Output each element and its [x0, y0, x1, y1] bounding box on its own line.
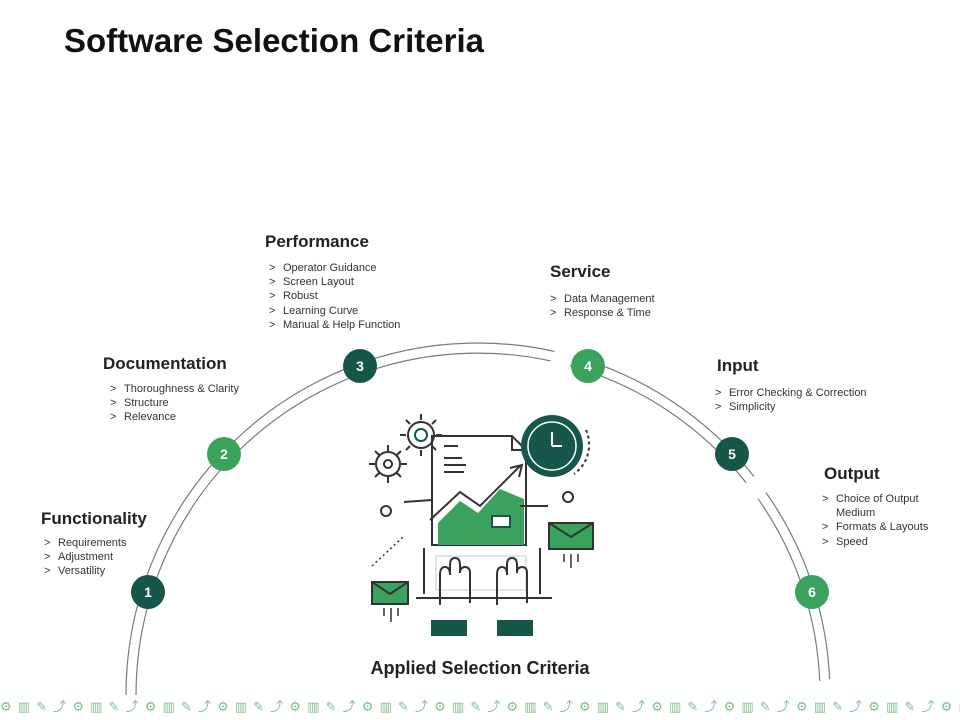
criterion-6-item: Speed [822, 535, 934, 549]
criterion-1-item: Adjustment [44, 550, 126, 564]
criterion-2-item: Relevance [110, 410, 239, 424]
criterion-5-item: Simplicity [715, 400, 867, 414]
badge-5-number: 5 [728, 446, 736, 462]
hands-icon [431, 556, 533, 636]
trend-icon [429, 465, 521, 521]
criterion-1-heading: Functionality [41, 509, 147, 528]
software-illustration [369, 414, 594, 636]
dot-icon [380, 505, 392, 517]
criterion-4-items: Data Management Response & Time [550, 292, 655, 321]
criterion-1-items: Requirements Adjustment Versatility [44, 536, 126, 579]
arc-inner [135, 352, 821, 696]
trend-arrow-icon [509, 463, 524, 478]
criterion-1-item: Requirements [44, 536, 126, 550]
badge-6-number: 6 [808, 584, 816, 600]
criterion-4-item: Data Management [550, 292, 655, 306]
criterion-5-heading: Input [717, 356, 759, 375]
keyboard-icon [416, 548, 552, 599]
criterion-6-items: Choice of Output Medium Formats & Layout… [822, 492, 934, 549]
criterion-5-item: Error Checking & Correction [715, 386, 867, 400]
criteria-arc [125, 342, 831, 696]
criterion-5-items: Error Checking & Correction Simplicity [715, 386, 867, 415]
criterion-2-item: Thoroughness & Clarity [110, 382, 239, 396]
arc-outer [125, 342, 831, 696]
criterion-2-item: Structure [110, 396, 239, 410]
badge-6: 6 [795, 575, 829, 609]
criterion-3-heading: Performance [265, 232, 369, 251]
clock-icon [521, 415, 591, 477]
envelope-small-icon [371, 581, 409, 622]
dot-icon [562, 491, 574, 503]
envelope-icon [548, 522, 594, 568]
criterion-3-item: Screen Layout [269, 275, 400, 289]
badge-5: 5 [715, 437, 749, 471]
criterion-6-heading: Output [824, 464, 880, 483]
badge-1: 1 [131, 575, 165, 609]
badge-4: 4 [571, 349, 605, 383]
criterion-3-item: Manual & Help Function [269, 318, 400, 332]
criterion-4-item: Response & Time [550, 306, 655, 320]
criterion-3-item: Learning Curve [269, 304, 400, 318]
chart-area [438, 489, 524, 545]
criterion-2-items: Thoroughness & Clarity Structure Relevan… [110, 382, 239, 425]
criterion-3-items: Operator Guidance Screen Layout Robust L… [269, 261, 400, 332]
center-caption: Applied Selection Criteria [370, 658, 590, 678]
criterion-3-item: Operator Guidance [269, 261, 400, 275]
criterion-3-item: Robust [269, 289, 400, 303]
footer-icon-pattern: ⚙ ▥ ✎ ⤴ ⚙ ▥ ✎ ⤴ ⚙ ▥ ✎ ⤴ ⚙ ▥ ✎ ⤴ ⚙ ▥ ✎ ⤴ … [0, 700, 960, 715]
page-title: Software Selection Criteria [64, 22, 484, 59]
criterion-6-item: Choice of Output Medium [822, 492, 934, 520]
gear-small-icon [369, 445, 407, 483]
dotted-line [371, 535, 405, 567]
badge-4-number: 4 [584, 358, 592, 374]
criterion-6-item: Formats & Layouts [822, 520, 934, 534]
criterion-1-item: Versatility [44, 564, 126, 578]
badge-2: 2 [207, 437, 241, 471]
badge-1-number: 1 [144, 584, 152, 600]
pen-icon [403, 499, 548, 507]
criterion-2-heading: Documentation [103, 354, 227, 373]
folder-icon [491, 515, 511, 528]
badge-2-number: 2 [220, 446, 228, 462]
badge-3-number: 3 [356, 358, 364, 374]
badge-3: 3 [343, 349, 377, 383]
criterion-4-heading: Service [550, 262, 611, 281]
